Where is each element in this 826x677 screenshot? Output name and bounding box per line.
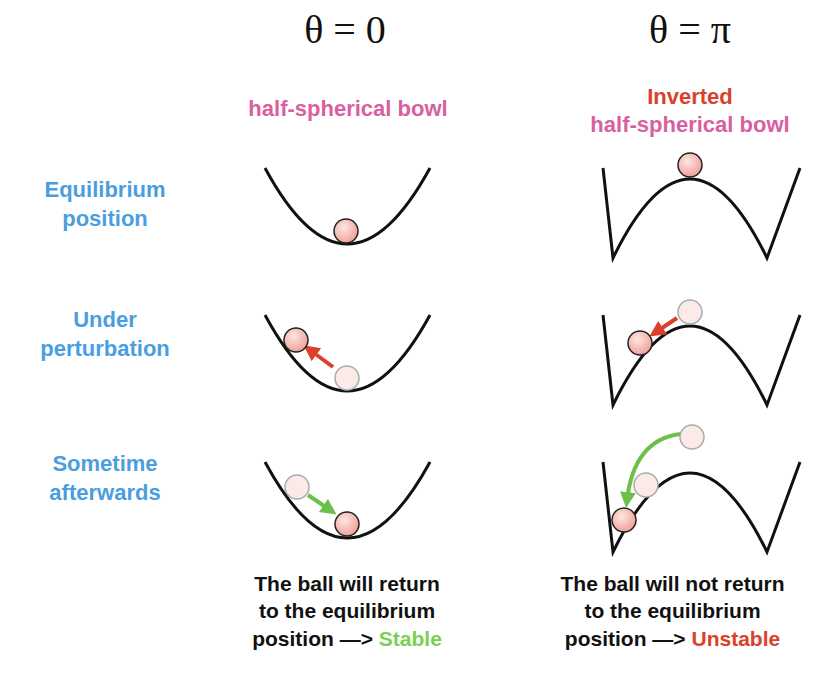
ghost-ball [680,425,704,449]
row-label: Equilibrium position [30,176,180,233]
bowl-curve [265,315,430,391]
angle-label: θ = π [649,6,731,53]
ghost-ball [634,473,658,497]
return-arrow [308,495,330,510]
column-heading: half-spherical bowl [590,112,789,138]
verdict-word: Unstable [691,627,780,650]
perturbation-arrow [310,350,333,367]
caption: The ball will return to the equilibrium … [242,570,452,652]
angle-label: θ = 0 [304,6,386,53]
ball [612,508,636,532]
row-label: Under perturbation [30,306,180,363]
inverted-bowl-curve [603,168,800,258]
ghost-ball [678,300,702,324]
ball [284,328,308,352]
column-heading: half-spherical bowl [248,96,447,122]
fall-arrow [627,434,680,500]
ball [628,331,652,355]
ball [334,219,358,243]
column-heading: Inverted [647,84,733,110]
ghost-ball [335,366,359,390]
verdict-word: Stable [379,627,442,650]
row-label: Sometime afterwards [30,450,180,507]
caption: The ball will not return to the equilibr… [550,570,795,652]
bowl-curve [265,462,430,538]
ball [335,512,359,536]
ball [678,153,702,177]
inverted-bowl-curve [603,315,800,405]
ghost-ball [285,475,309,499]
bowl-curve [265,168,430,244]
perturbation-arrow [656,318,677,332]
